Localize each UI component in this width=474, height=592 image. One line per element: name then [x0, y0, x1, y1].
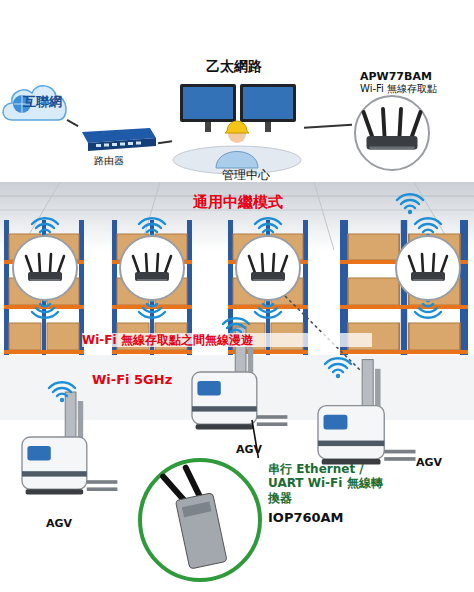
network-link: [304, 125, 352, 128]
node-text: AGV: [46, 517, 86, 530]
agv-vehicle: AGV: [14, 385, 114, 515]
node-text: Wi-Fi 無線存取點: [360, 83, 472, 95]
network-label: 乙太網路: [206, 58, 286, 75]
access-point: APW77BAMWi-Fi 無線存取點: [352, 70, 472, 172]
cloud-node: 互聯網: [5, 82, 67, 122]
storage-rack: [4, 220, 468, 355]
monitor-desk: [173, 84, 301, 174]
wifi-converter: 串行 Ethernet / UART Wi-Fi 無線轉換器 IOP760AM: [138, 458, 400, 584]
network-link: [252, 420, 258, 458]
roaming-note: Wi-Fi 無線存取點之間無線漫遊: [82, 333, 372, 347]
router-node: 路由器: [78, 126, 158, 172]
node-text: 串行 Ethernet / UART Wi-Fi 無線轉換器: [268, 462, 386, 505]
node-text: APW77BAM: [360, 70, 472, 83]
node-text: AGV: [416, 456, 456, 469]
converter-callout: [140, 460, 260, 580]
control-center: 管理中心: [172, 80, 304, 184]
access-point-symbol: [13, 194, 460, 318]
mode-title: 通用中繼模式: [172, 193, 304, 211]
router-device: [82, 128, 156, 151]
node-text: IOP760AM: [268, 510, 386, 526]
access-point-callout: [355, 96, 429, 170]
band-label: Wi-Fi 5GHz: [92, 372, 192, 388]
node-text: 互聯網: [23, 94, 83, 110]
node-text: 管理中心: [222, 168, 302, 182]
network-link: [67, 120, 78, 126]
node-text: 路由器: [94, 155, 154, 167]
network-link: [158, 141, 172, 143]
